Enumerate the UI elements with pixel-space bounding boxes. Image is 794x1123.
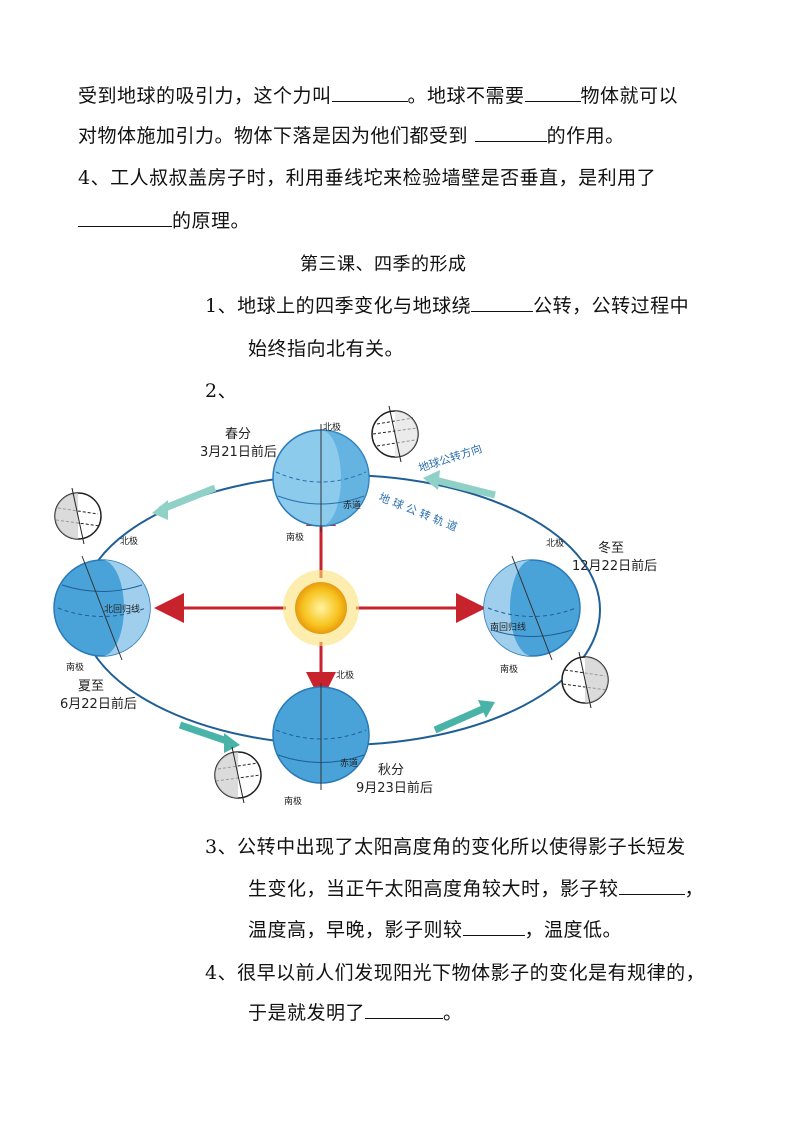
question-4-line-1: 4、工人叔叔盖房子时，利用垂线坨来检验墙壁是否垂直，是利用了 [78, 165, 656, 191]
text-segment: ，温度低。 [524, 919, 623, 941]
blank [618, 876, 685, 895]
text-segment: 的原理。 [172, 210, 251, 232]
spring-date: 3月21日前后 [200, 444, 277, 460]
motion-arrow-topleft [152, 484, 217, 520]
earth-summer [53, 555, 151, 661]
summer-date: 6月22日前后 [60, 696, 137, 712]
mini-globe-bottomleft [214, 746, 262, 804]
mini-globe-right [561, 651, 609, 709]
winter-date: 12月22日前后 [572, 558, 657, 574]
section-3-line-1: 3、公转中出现了太阳高度角的变化所以使得影子长短发 [205, 834, 686, 860]
text-segment: 温度高，早晚，影子则较 [248, 919, 463, 941]
section-3-line-2: 生变化，当正午太阳高度角较大时，影子较 ， [248, 876, 704, 902]
summer-name: 夏至 [78, 679, 104, 694]
blank [474, 123, 547, 142]
question-4-line-2: 的原理。 [78, 208, 250, 234]
blank [331, 83, 408, 102]
autumn-north-pole: 北极 [336, 669, 354, 681]
spring-name: 春分 [225, 427, 251, 442]
paragraph-line-1: 受到地球的吸引力，这个力叫 。地球不需要 物体就可以 [78, 83, 678, 109]
mini-globe-topright [371, 405, 419, 463]
text-segment: 1、地球上的四季变化与地球绕 [205, 295, 472, 317]
motion-arrow-bottomright [433, 700, 495, 734]
winter-name: 冬至 [598, 540, 624, 556]
text-segment: 。地球不需要 [407, 85, 525, 107]
winter-tropic-label: 南回归线 [490, 621, 526, 633]
text-segment: 。 [443, 1002, 463, 1024]
section-1-line-2: 始终指向北有关。 [248, 336, 404, 362]
spring-equator: 赤道 [343, 499, 361, 511]
text-segment: ， [684, 878, 705, 900]
section-4-line-2: 于是就发明了 。 [248, 1000, 463, 1026]
section-4-line-1: 4、很早以前人们发现阳光下物体影子的变化是有规律的， [205, 960, 705, 986]
blank [462, 917, 525, 936]
text-segment: 4、很早以前人们发现阳光下物体影子的变化是有规律的， [205, 962, 706, 984]
summer-tropic-label: 北回归线 [104, 603, 140, 615]
text-segment: 物体就可以 [580, 85, 679, 107]
earth-winter [483, 555, 581, 661]
text-segment: 始终指向北有关。 [248, 338, 405, 360]
autumn-south-pole: 南极 [284, 795, 302, 807]
autumn-name: 秋分 [378, 763, 404, 778]
text-segment: 于是就发明了 [248, 1002, 366, 1024]
earth-autumn [272, 683, 370, 790]
earth-spring [272, 424, 370, 532]
lesson-title: 第三课、四季的形成 [300, 252, 467, 278]
motion-arrow-topright [423, 470, 496, 499]
section-2-label: 2、 [205, 378, 237, 404]
sun [283, 570, 359, 646]
orbit-direction-label: 地球公转方向 [417, 441, 484, 475]
text-segment: 的作用。 [546, 125, 625, 147]
orbit-track-label: 地 球 公 转 轨 道 [377, 490, 460, 534]
section-3-line-3: 温度高，早晚，影子则较 ，温度低。 [248, 917, 622, 943]
paragraph-line-2: 对物体施加引力。物体下落是因为他们都受到 的作用。 [78, 123, 625, 149]
blank [78, 208, 172, 227]
text-segment: 公转，公转过程中 [533, 295, 690, 317]
seasons-orbit-diagram: 地球公转方向 地 球 公 转 轨 道 北极 赤道 南极 春分 3月21日前后 北… [53, 405, 657, 807]
spring-north-pole: 北极 [323, 421, 341, 433]
text-segment: 生变化，当正午太阳高度角较大时，影子较 [248, 878, 619, 900]
winter-south-pole: 南极 [500, 663, 518, 675]
blank [471, 293, 534, 312]
autumn-date: 9月23日前后 [356, 780, 433, 796]
motion-arrow-bottomleft [178, 721, 240, 753]
spring-south-pole: 南极 [286, 531, 304, 543]
text-segment: 2、 [205, 380, 238, 402]
summer-north-pole: 北极 [120, 535, 138, 547]
text-segment: 3、公转中出现了太阳高度角的变化所以使得影子长短发 [205, 836, 686, 858]
mini-globe-left [54, 487, 102, 545]
blank [524, 83, 581, 102]
text-segment: 4、工人叔叔盖房子时，利用垂线坨来检验墙壁是否垂直，是利用了 [78, 167, 657, 189]
text-segment: 对物体施加引力。物体下落是因为他们都受到 [78, 125, 469, 147]
section-1-line-1: 1、地球上的四季变化与地球绕 公转，公转过程中 [205, 293, 689, 319]
summer-south-pole: 南极 [66, 661, 84, 673]
blank [365, 1000, 444, 1019]
lesson-title-text: 第三课、四季的形成 [300, 254, 467, 275]
winter-north-pole: 北极 [546, 537, 564, 549]
autumn-equator: 赤道 [340, 757, 358, 769]
text-segment: 受到地球的吸引力，这个力叫 [78, 85, 332, 107]
